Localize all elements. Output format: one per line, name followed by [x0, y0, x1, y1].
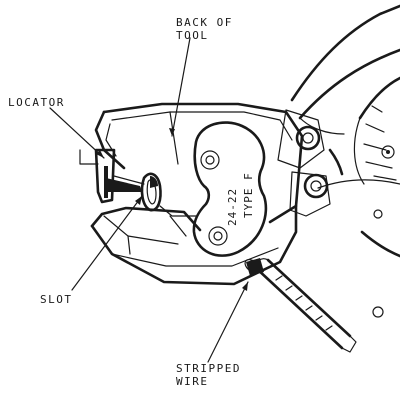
- leader-slot: [71, 195, 143, 291]
- stripped-wire: [244, 258, 357, 353]
- callout-slot-text: SLOT: [40, 293, 73, 306]
- leader-stripped-wire: [207, 281, 249, 363]
- callout-leaders: [49, 37, 249, 363]
- locator-finger: [79, 148, 145, 204]
- callout-slot: SLOT: [40, 293, 73, 306]
- die-plate: 24-22 TYPE F: [192, 121, 268, 257]
- callout-locator: LOCATOR: [8, 96, 65, 109]
- tool-handles: [290, 4, 400, 318]
- die-type-text: TYPE F: [242, 172, 255, 218]
- callout-locator-text: LOCATOR: [8, 96, 65, 109]
- callout-back-of-tool-line2: TOOL: [176, 29, 209, 42]
- callout-stripped-wire: STRIPPED WIRE: [176, 362, 241, 388]
- leader-locator: [49, 107, 105, 159]
- callout-stripped-wire-line2: WIRE: [176, 375, 209, 388]
- lower-jaw: [90, 204, 298, 286]
- callout-stripped-wire-line1: STRIPPED: [176, 362, 241, 375]
- leader-back-of-tool: [171, 37, 191, 137]
- upper-jaw: [94, 102, 304, 224]
- pivot-pins: [277, 109, 344, 217]
- die-gauge-text: 24-22: [226, 188, 239, 226]
- callout-back-of-tool-line1: BACK OF: [176, 16, 233, 29]
- crimp-slot: [140, 172, 162, 212]
- callout-back-of-tool: BACK OF TOOL: [176, 16, 233, 42]
